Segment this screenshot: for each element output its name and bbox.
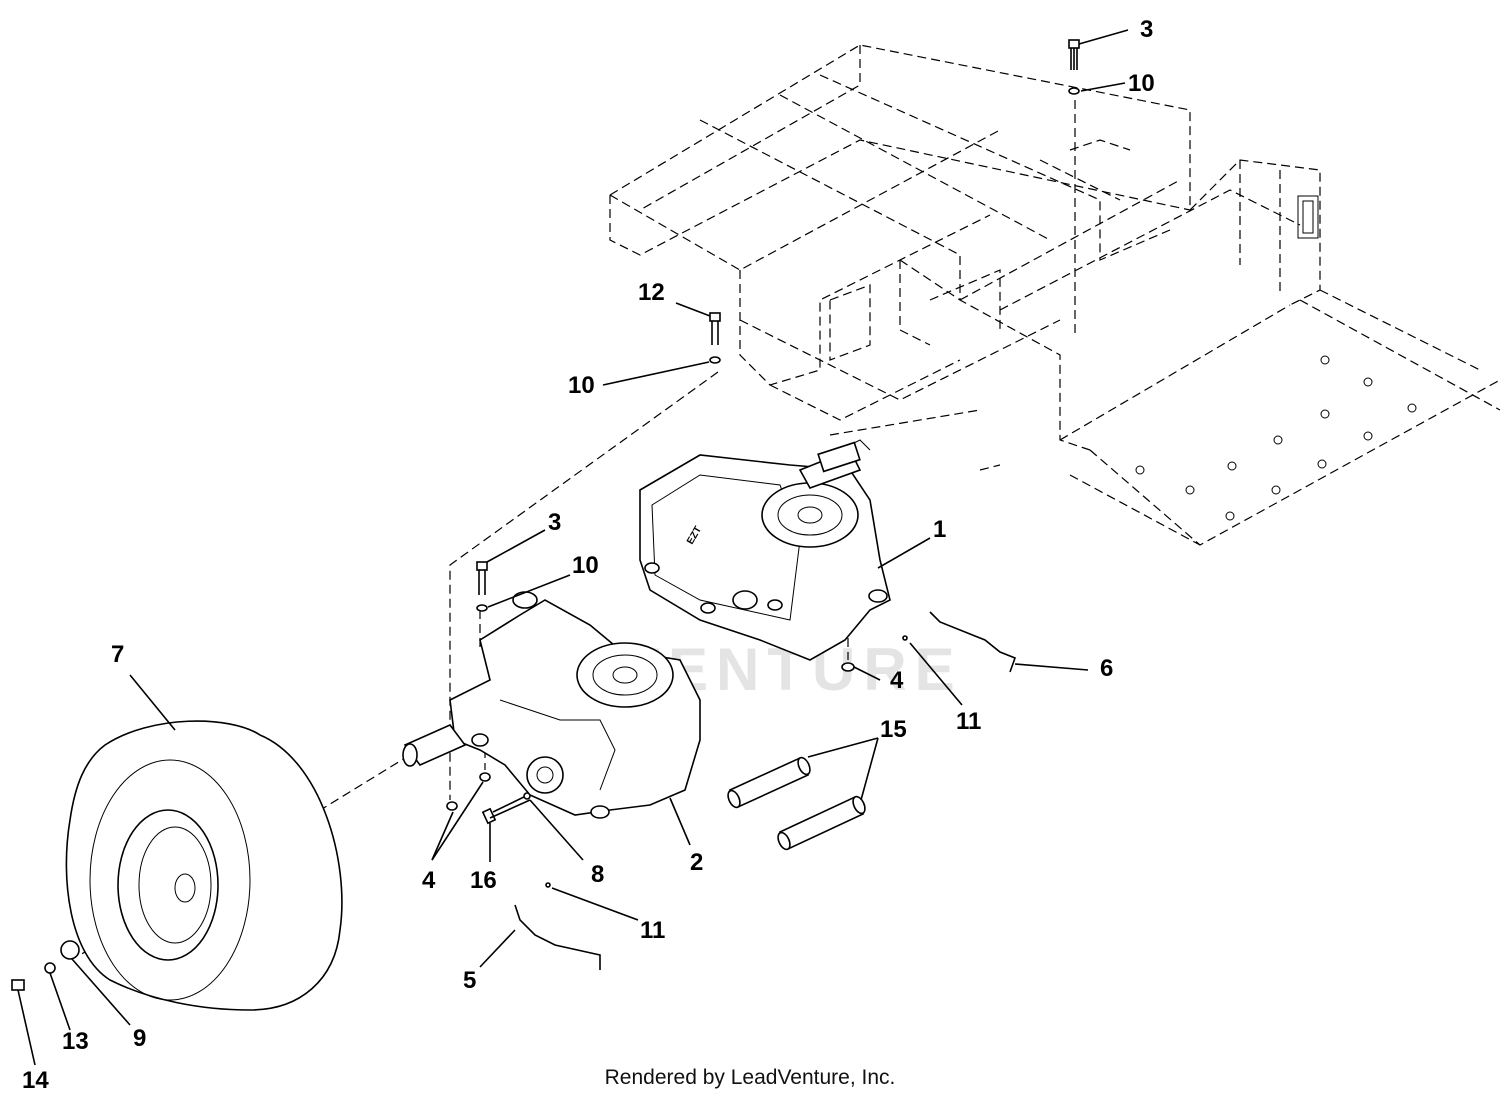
callout-11-right: 11 [956,708,981,735]
washer-10-mid [709,356,721,364]
clip-11-left [545,882,551,888]
callout-14: 14 [22,1067,49,1094]
bolt-14 [11,979,25,991]
clip-11-right [902,635,908,641]
rod-5 [514,904,601,970]
washer-4-left [479,772,491,782]
callout-15: 15 [880,716,907,743]
callout-4-left: 4 [422,867,436,894]
bolt-3-lower [476,561,488,595]
callout-4-right: 4 [890,667,904,694]
leader-lines [17,29,1129,1066]
callout-10-lower: 10 [572,552,599,579]
callout-10-top: 10 [1128,70,1155,97]
callout-16: 16 [470,867,497,894]
spacer-15-b [777,795,866,851]
callout-3-lower: 3 [548,509,561,536]
callout-6: 6 [1100,655,1113,682]
transaxle-right: EZT [639,439,891,661]
callout-2: 2 [690,849,703,876]
callout-1: 1 [933,516,946,543]
washer-8 [523,792,531,800]
hub-cap-9 [60,940,80,960]
washer-10-top [1068,87,1080,95]
bolt-12 [709,312,721,345]
nut-4-left [446,801,458,811]
spacer-15-a [727,756,811,809]
callout-10-mid: 10 [568,372,595,399]
nut-4-right [841,662,855,672]
frame-assembly [609,44,1500,546]
callout-5: 5 [463,967,476,994]
transaxle-left [402,591,701,819]
bolt-3-top [1068,39,1080,70]
callout-12: 12 [638,279,665,306]
bolt-16 [481,794,531,825]
wheel-7 [65,720,343,1011]
callout-8: 8 [591,861,604,888]
washer-10-lower [476,604,488,612]
callout-9: 9 [133,1025,146,1052]
footer-credit: Rendered by LeadVenture, Inc. [604,1066,896,1089]
callout-13: 13 [62,1028,89,1055]
rod-6 [929,611,1017,673]
callout-3-top: 3 [1140,16,1153,43]
washer-13 [44,962,56,974]
callout-7: 7 [111,641,124,668]
callout-11-left: 11 [640,917,665,944]
